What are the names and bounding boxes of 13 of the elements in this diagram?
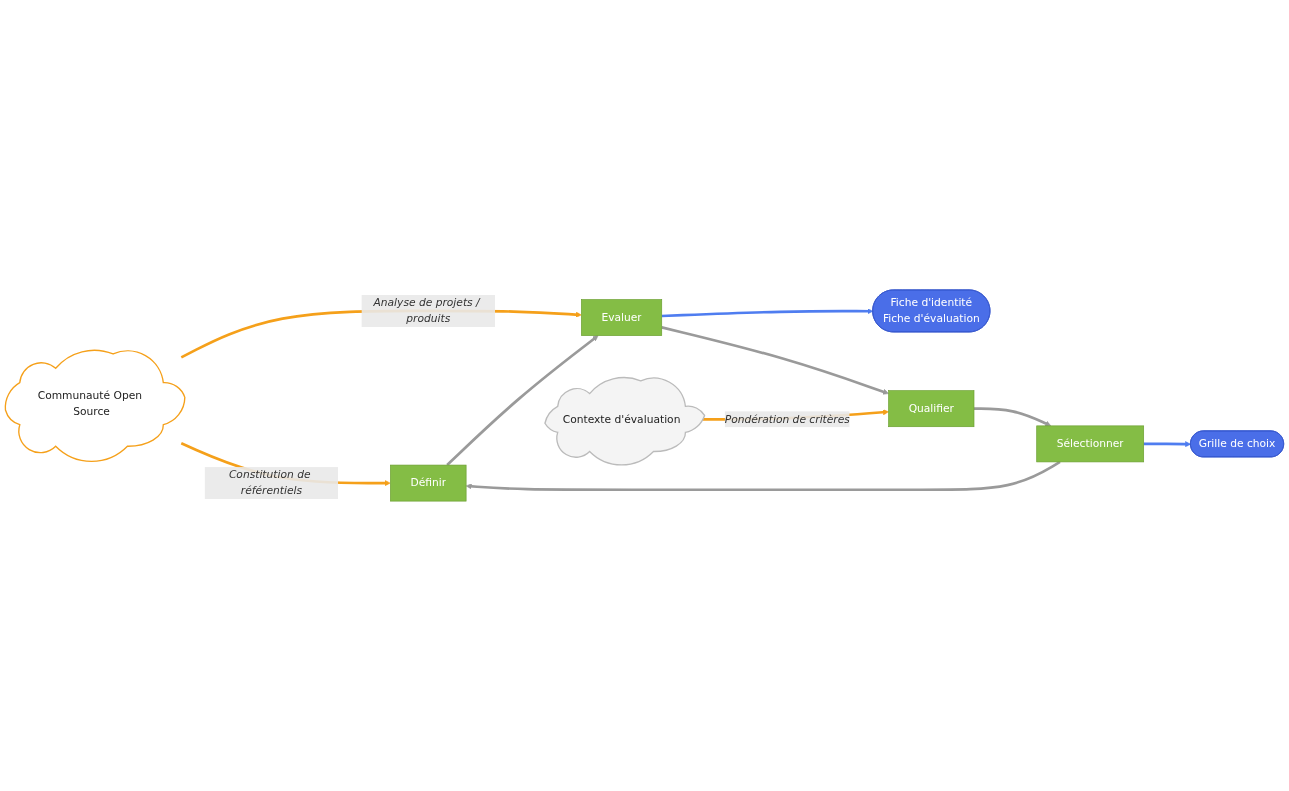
arrow [465,460,1061,492]
node-box: Sélectionner [1036,425,1145,463]
edge-label: Pondération de critères [724,412,850,426]
node-box: Définir [390,464,467,502]
edge-label: Constitution de référentiels [228,468,311,498]
node-box: Qualifier [888,390,975,428]
arrow [661,308,874,318]
edge-label: Analyse de projets / produits [373,296,480,325]
arrow [1143,441,1191,448]
arrow [661,326,889,395]
arrow [446,335,599,467]
node-box: Evaluer [581,299,663,336]
arrow [974,407,1052,427]
